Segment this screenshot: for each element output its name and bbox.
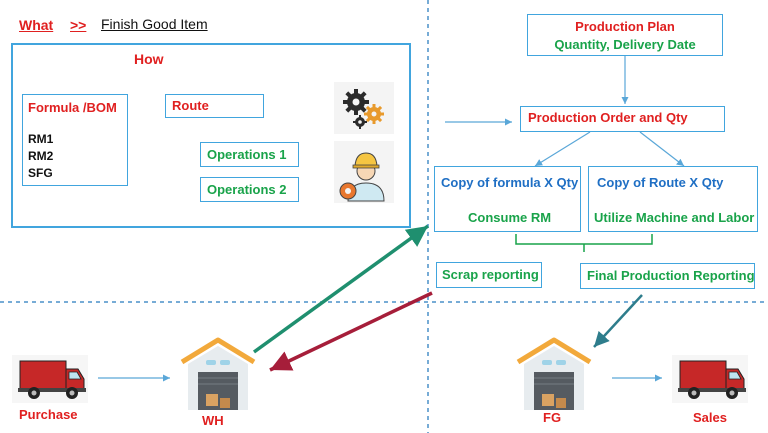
wh-label: WH bbox=[202, 413, 224, 428]
scrap-to-wh-arrow bbox=[269, 291, 433, 372]
final-reporting-label: Final Production Reporting bbox=[587, 268, 755, 283]
scrap-reporting-label: Scrap reporting bbox=[442, 267, 539, 282]
production-plan-box bbox=[527, 14, 723, 56]
route-box bbox=[165, 94, 264, 118]
subject-title: Finish Good Item bbox=[101, 16, 208, 32]
gears-icon bbox=[334, 82, 394, 134]
operation-1-box bbox=[200, 142, 299, 167]
worker-icon bbox=[334, 141, 394, 203]
formula-item-rm2: RM2 bbox=[28, 149, 54, 163]
what-label: What bbox=[19, 17, 54, 33]
purchase-label: Purchase bbox=[19, 407, 78, 422]
copy-formula-box bbox=[434, 166, 581, 232]
production-order-label: Production Order and Qty bbox=[528, 110, 688, 125]
formula-item-sfg: SFG bbox=[28, 166, 53, 180]
fg-label: FG bbox=[543, 410, 562, 425]
formula-title: Formula /BOM bbox=[28, 100, 117, 115]
copy-route-action: Utilize Machine and Labor bbox=[594, 210, 755, 225]
route-title: Route bbox=[172, 98, 209, 113]
sales-label: Sales bbox=[693, 410, 727, 425]
final-reporting-box bbox=[580, 263, 755, 289]
production-plan-title: Production Plan bbox=[575, 19, 675, 34]
formula-item-rm1: RM1 bbox=[28, 132, 54, 146]
copy-route-box bbox=[588, 166, 758, 232]
scrap-reporting-box bbox=[436, 262, 542, 288]
production-order-box bbox=[520, 106, 725, 132]
how-title: How bbox=[134, 51, 164, 67]
copy-formula-title: Copy of formula X Qty bbox=[441, 175, 579, 190]
purchase-truck-icon bbox=[12, 355, 88, 403]
copy-route-title: Copy of Route X Qty bbox=[597, 175, 724, 190]
operation-2-label: Operations 2 bbox=[207, 182, 287, 197]
operation-2-box bbox=[200, 177, 299, 202]
wh-to-consume-arrow bbox=[252, 224, 430, 354]
formula-box bbox=[22, 94, 128, 186]
sales-truck-icon bbox=[672, 355, 748, 403]
production-plan-subtitle: Quantity, Delivery Date bbox=[554, 37, 696, 52]
wh-warehouse-icon bbox=[178, 336, 258, 410]
copy-formula-action: Consume RM bbox=[468, 210, 552, 225]
merge-bracket bbox=[515, 234, 653, 245]
what-arrows: >> bbox=[70, 17, 87, 33]
final-to-fg-arrow bbox=[593, 294, 643, 348]
fg-warehouse-icon bbox=[514, 336, 594, 410]
operation-1-label: Operations 1 bbox=[207, 147, 287, 162]
